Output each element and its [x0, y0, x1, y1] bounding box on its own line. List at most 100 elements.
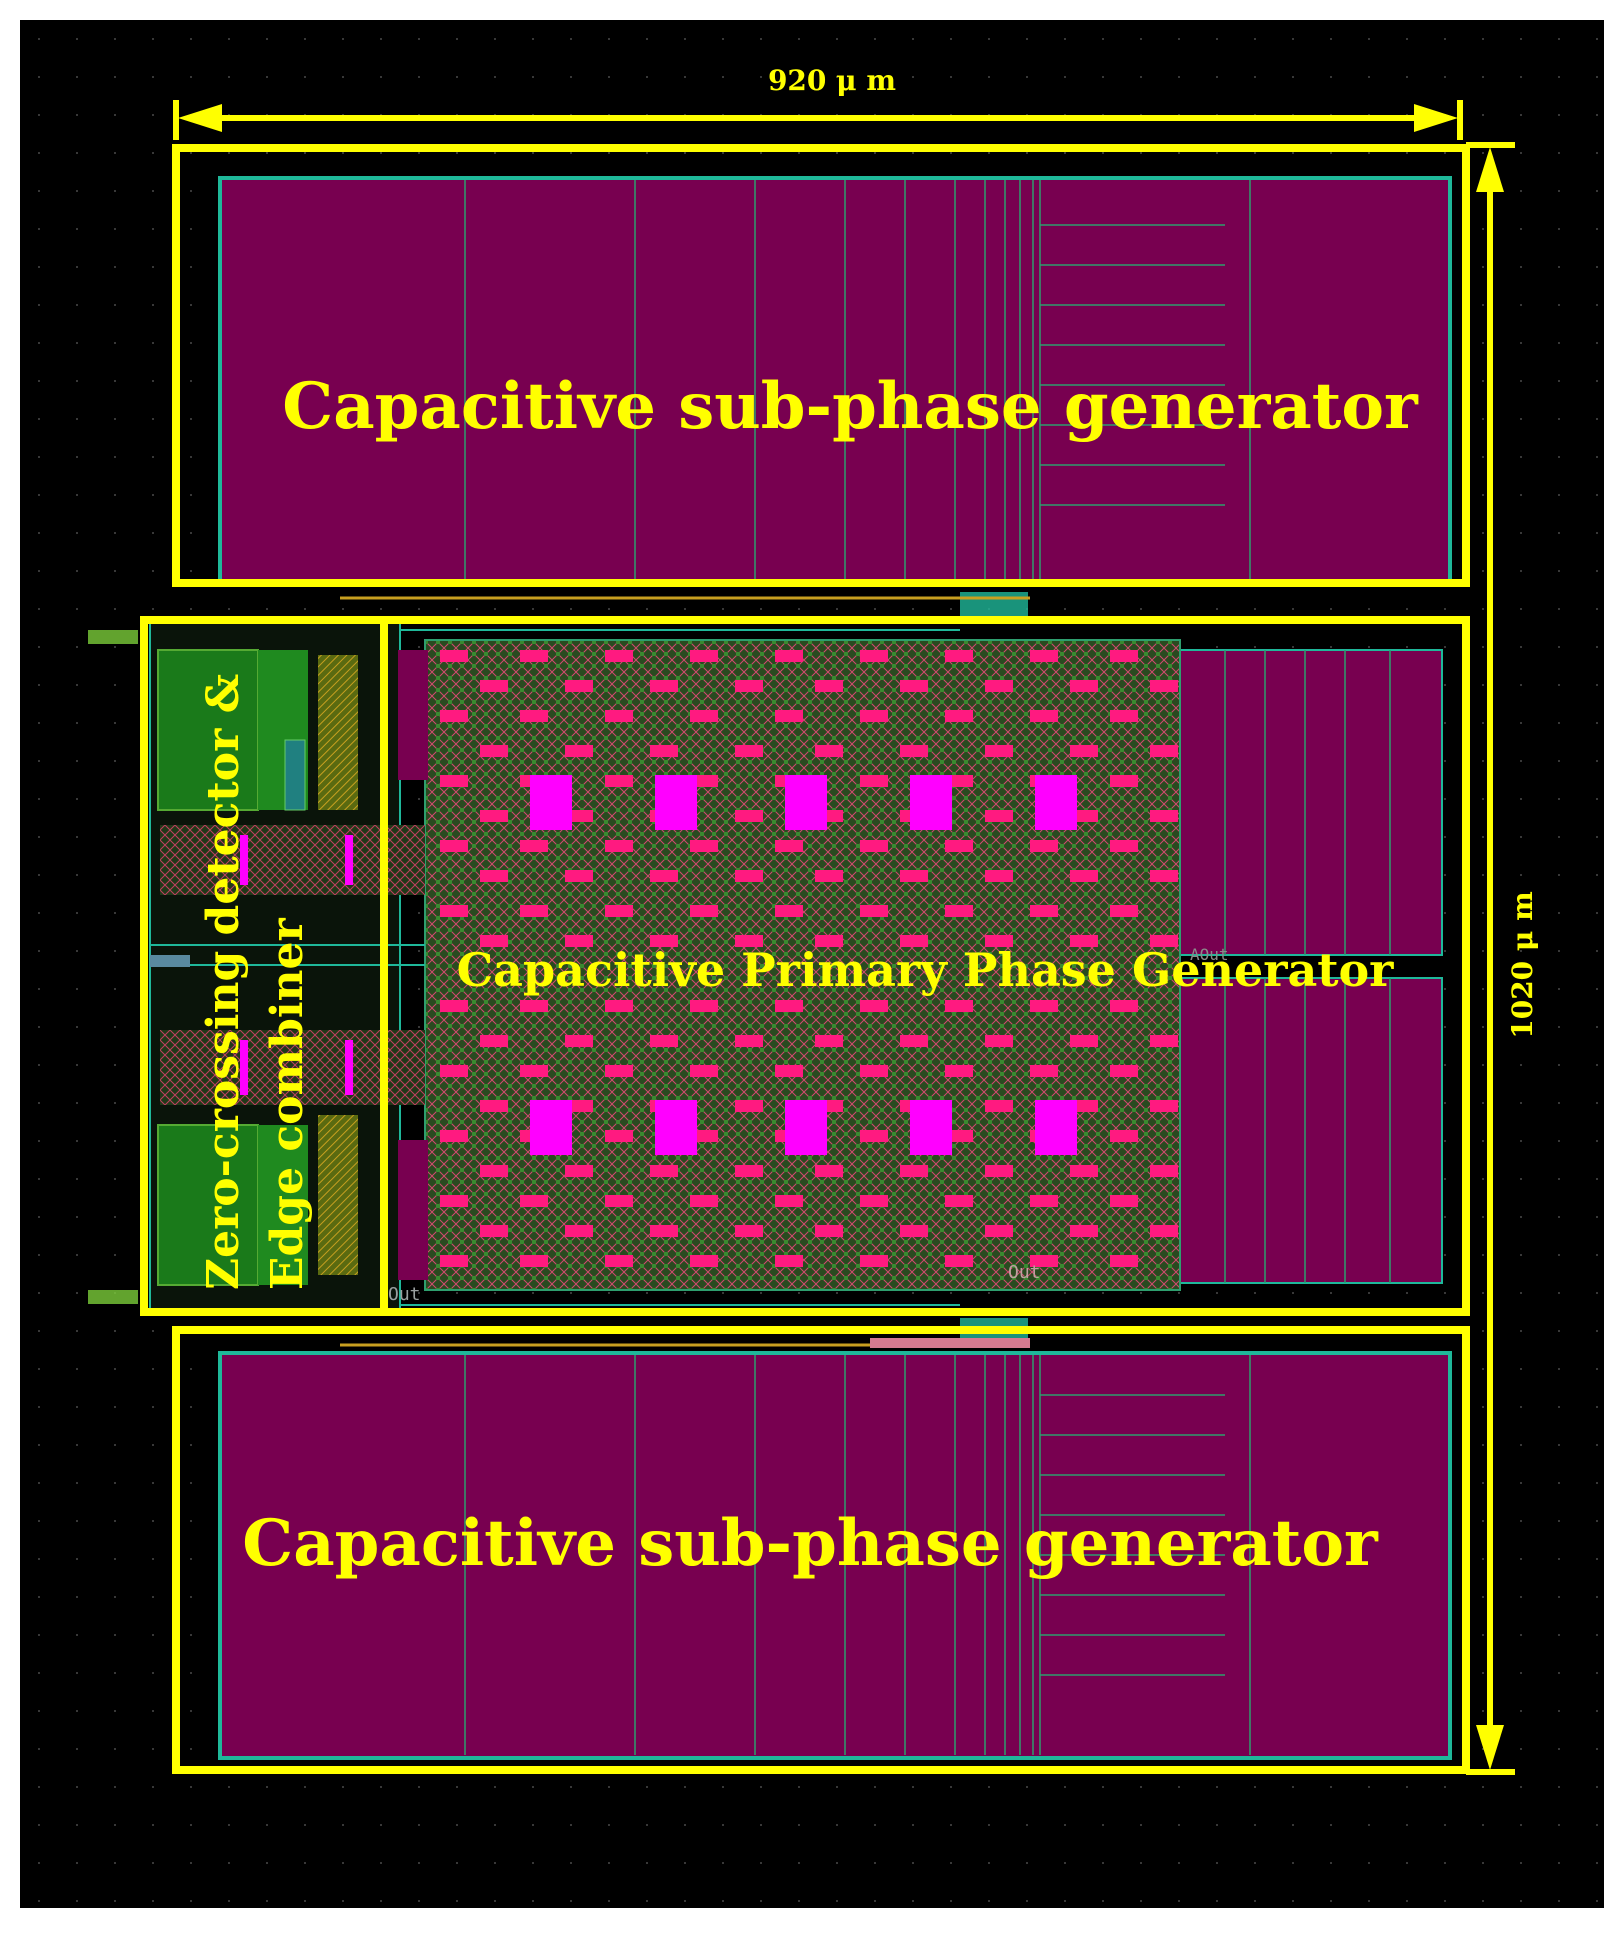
- metal-bar: [1150, 680, 1178, 692]
- metal-bar: [480, 680, 508, 692]
- metal-bar: [440, 650, 468, 662]
- metal-bar: [900, 935, 928, 947]
- metal-bar: [900, 1225, 928, 1237]
- metal-bar: [1110, 905, 1138, 917]
- metal-bar: [650, 1035, 678, 1047]
- metal-bar: [480, 870, 508, 882]
- metal-bar: [860, 710, 888, 722]
- metal-bar: [815, 680, 843, 692]
- metal-bar: [735, 870, 763, 882]
- height-dimension: [1466, 142, 1515, 1775]
- metal-bar: [815, 1035, 843, 1047]
- metal-bar: [480, 1165, 508, 1177]
- metal-bar: [565, 745, 593, 757]
- metal-bar: [775, 1065, 803, 1077]
- metal-bar: [735, 935, 763, 947]
- via-block: [910, 1100, 952, 1155]
- via-block: [655, 775, 697, 830]
- metal-bar: [945, 1195, 973, 1207]
- metal-bar: [1070, 870, 1098, 882]
- metal-bar: [650, 680, 678, 692]
- metal-bar: [735, 1100, 763, 1112]
- metal-bar: [860, 840, 888, 852]
- middle-capacitor-blocks: [1179, 649, 1443, 1284]
- metal-bar: [900, 680, 928, 692]
- metal-bar: [440, 905, 468, 917]
- metal-bar: [1110, 1255, 1138, 1267]
- metal-bar: [1030, 1000, 1058, 1012]
- metal-bar: [605, 1255, 633, 1267]
- metal-bar: [1150, 745, 1178, 757]
- metal-bar: [860, 1065, 888, 1077]
- metal-bar: [440, 775, 468, 787]
- left-block-outline: [140, 616, 388, 1316]
- metal-bar: [775, 650, 803, 662]
- metal-bar: [690, 1000, 718, 1012]
- metal-bar: [565, 1225, 593, 1237]
- metal-bar: [1110, 710, 1138, 722]
- top-capacitor-array: [218, 176, 1452, 585]
- metal-bar: [1070, 1165, 1098, 1177]
- metal-bar: [1150, 1100, 1178, 1112]
- metal-bar: [690, 840, 718, 852]
- via-blocks: [530, 775, 1077, 1155]
- metal-bar: [775, 840, 803, 852]
- pin-out-left: Out: [388, 1284, 421, 1305]
- metal-bar: [815, 870, 843, 882]
- metal-bar: [1110, 1065, 1138, 1077]
- metal-bar: [860, 1130, 888, 1142]
- metal-bar: [985, 810, 1013, 822]
- metal-bar: [480, 1035, 508, 1047]
- metal-bar: [945, 905, 973, 917]
- metal-bar: [690, 710, 718, 722]
- metal-bar: [860, 905, 888, 917]
- metal-bar: [565, 935, 593, 947]
- metal-bar: [1110, 1195, 1138, 1207]
- metal-bar: [520, 1255, 548, 1267]
- left-block-title-line1: Zero-crossing detector &: [198, 674, 249, 1290]
- metal-bar: [1150, 935, 1178, 947]
- metal-bar: [440, 840, 468, 852]
- via-block: [530, 1100, 572, 1155]
- metal-bar: [520, 840, 548, 852]
- metal-bar: [860, 775, 888, 787]
- metal-bar: [565, 680, 593, 692]
- metal-bar: [480, 1100, 508, 1112]
- metal-bar: [480, 745, 508, 757]
- metal-bar: [860, 650, 888, 662]
- metal-bar: [440, 710, 468, 722]
- middle-block-title: Capacitive Primary Phase Generator: [457, 943, 1395, 997]
- metal-bar: [1150, 870, 1178, 882]
- metal-bar: [860, 1000, 888, 1012]
- metal-bar: [690, 1255, 718, 1267]
- metal-bar: [735, 1225, 763, 1237]
- metal-bar: [520, 1065, 548, 1077]
- primary-phase-grid: [424, 639, 1181, 1291]
- metal-bar: [1030, 1255, 1058, 1267]
- metal-bar: [815, 1165, 843, 1177]
- metal-bar: [985, 1035, 1013, 1047]
- metal-bar: [945, 1065, 973, 1077]
- metal-bar: [605, 650, 633, 662]
- metal-bar: [650, 1165, 678, 1177]
- metal-bar: [985, 680, 1013, 692]
- metal-bar: [690, 905, 718, 917]
- metal-bar: [1110, 1130, 1138, 1142]
- metal-bar: [1030, 905, 1058, 917]
- metal-bar: [480, 935, 508, 947]
- pin-aout: AOut: [1190, 945, 1229, 964]
- metal-bar: [775, 710, 803, 722]
- via-block: [785, 775, 827, 830]
- metal-bar: [565, 870, 593, 882]
- metal-bar: [690, 1195, 718, 1207]
- metal-bar: [985, 1225, 1013, 1237]
- width-dimension-label: 920 μ m: [768, 64, 896, 97]
- left-block-title-line2: Edge combiner: [262, 917, 313, 1290]
- metal-bar: [945, 840, 973, 852]
- metal-bar: [565, 1035, 593, 1047]
- metal-bar: [1030, 1065, 1058, 1077]
- metal-bar: [1110, 840, 1138, 852]
- metal-bar: [605, 840, 633, 852]
- metal-bar: [735, 1035, 763, 1047]
